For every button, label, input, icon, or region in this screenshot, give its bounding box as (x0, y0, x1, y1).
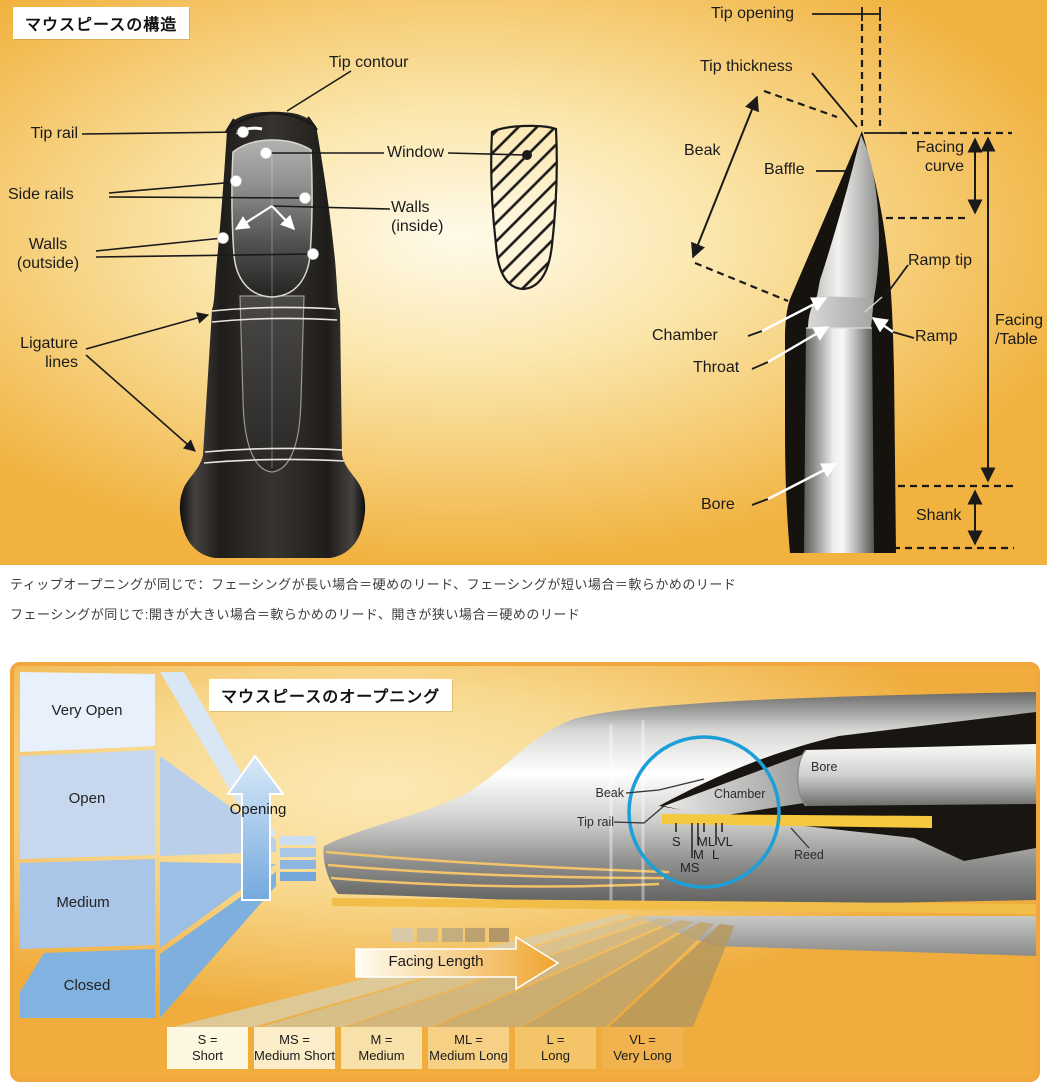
label-ligature-lines: Ligature lines (20, 335, 78, 371)
opening-title: マウスピースのオープニング (209, 679, 453, 711)
structure-diagram-art (81, 7, 1014, 558)
facing-length-arrow (355, 935, 560, 991)
label-walls-outside: Walls (outside) (16, 236, 80, 272)
side-view-baffle-face (817, 135, 879, 300)
label-side-rails: Side rails (8, 186, 74, 203)
note-line-1: ティップオープニングが同じで：フェーシングが長い場合＝硬めのリード、フェーシング… (10, 577, 737, 592)
label-ramp: Ramp (915, 328, 958, 345)
facing-tick-marks (675, 823, 723, 858)
openness-open: Open (68, 790, 106, 807)
label-bore: Bore (701, 496, 735, 513)
tick-s: S (672, 834, 681, 849)
label-beak-bottom: Beak (595, 786, 625, 800)
front-view-inner-shaft (239, 295, 305, 473)
label-throat: Throat (693, 359, 740, 376)
legend-medium-long: ML =Medium Long (428, 1027, 509, 1069)
reed-strip-under (332, 898, 1036, 914)
label-opening-arrow: Opening (229, 801, 287, 818)
label-tip-opening: Tip opening (711, 5, 795, 22)
mouthpiece-opening-panel: マウスピースのオープニング Very Open Open Medium Clos… (10, 662, 1040, 1082)
label-tip-rail: Tip rail (30, 125, 78, 142)
label-facing-curve: Facing curve (915, 139, 964, 175)
shank-wedge (634, 916, 1036, 956)
label-window: Window (387, 144, 444, 161)
label-facing-table: Facing /Table (995, 312, 1044, 348)
label-tip-rail-bottom: Tip rail (576, 815, 614, 829)
tip-contour-arc (228, 111, 314, 130)
tick-ml: ML (697, 834, 716, 849)
callout-dots (217, 126, 319, 260)
label-ramp-tip: Ramp tip (908, 252, 973, 269)
openness-medium: Medium (56, 894, 110, 911)
reed-fan-separators (325, 850, 670, 888)
label-baffle: Baffle (764, 161, 805, 178)
window-cross-section (490, 124, 558, 291)
label-facing-length: Facing Length (388, 953, 484, 970)
label-beak: Beak (684, 142, 721, 159)
tick-l: L (712, 847, 720, 862)
mouthpiece-structure-panel: マウスピースの構造 Tip contour Tip rail Side rail… (0, 0, 1047, 565)
tick-ms: MS (680, 860, 700, 875)
openness-very-open: Very Open (51, 702, 123, 719)
note-line-2: フェーシングが同じで:開きが大きい場合＝軟らかめのリード、開きが狭い場合＝硬めの… (10, 607, 581, 622)
opening-pointer-lines (613, 778, 810, 849)
label-chamber: Chamber (652, 327, 718, 344)
cutaway-bore (797, 744, 1036, 806)
openness-boxes (20, 672, 155, 1018)
funnel-facets (160, 672, 316, 1018)
opening-diagram-art (20, 672, 1036, 1027)
side-view-bore (804, 328, 874, 553)
legend-long: L =Long (515, 1027, 596, 1069)
opening-arrow (226, 754, 285, 901)
label-walls-inside: Walls (inside) (391, 199, 444, 235)
legend-medium: M =Medium (341, 1027, 422, 1069)
openness-closed: Closed (63, 977, 111, 994)
label-reed-bottom: Reed (794, 848, 824, 862)
label-bore-bottom: Bore (811, 760, 838, 774)
label-tip-contour: Tip contour (329, 54, 409, 71)
tick-m: M (693, 847, 704, 862)
side-view-chamber (808, 296, 874, 328)
legend-medium-short: MS =Medium Short (254, 1027, 335, 1069)
tick-vl: VL (717, 834, 733, 849)
legend-short: S =Short (167, 1027, 248, 1069)
cutaway-chamber (664, 754, 804, 817)
label-tip-thickness: Tip thickness (700, 58, 793, 75)
highlight-circle (627, 735, 781, 889)
label-shank: Shank (916, 507, 962, 524)
reed-strip-cutaway (662, 814, 932, 828)
fan-dashes (392, 928, 509, 942)
label-chamber-bottom: Chamber (714, 787, 766, 801)
legend-very-long: VL =Very Long (602, 1027, 683, 1069)
structure-title: マウスピースの構造 (13, 7, 190, 39)
